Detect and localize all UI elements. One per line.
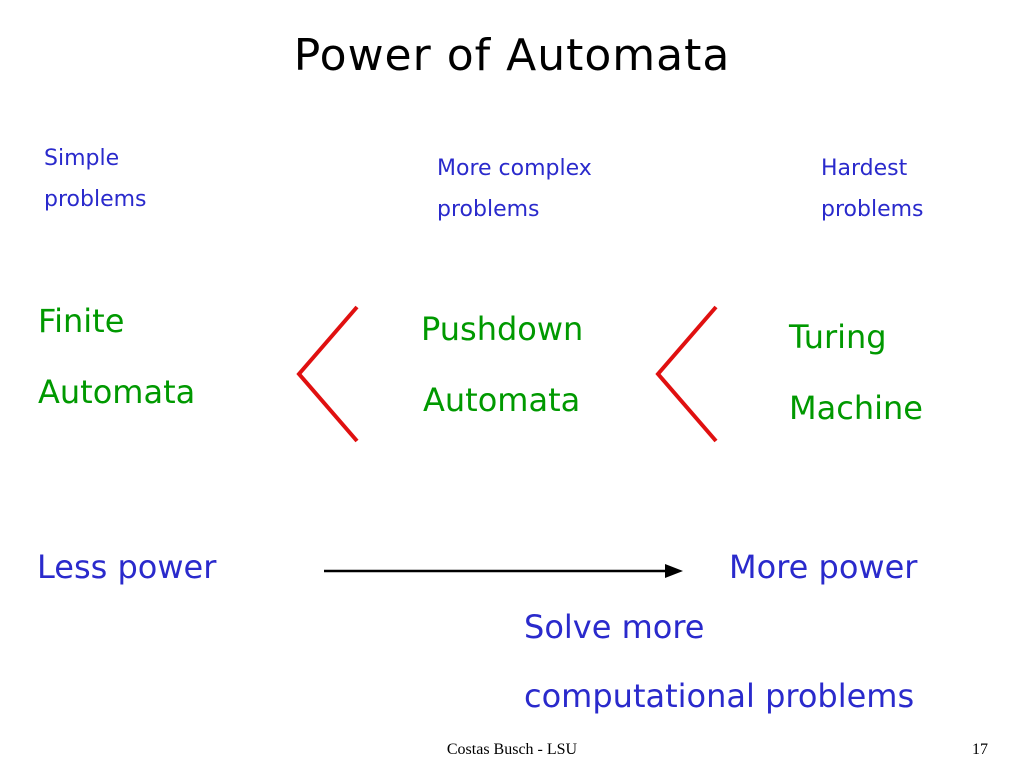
simple-problems-line1: Simple: [44, 146, 120, 171]
slide-title: Power of Automata: [293, 30, 731, 81]
hardest-problems-line1: Hardest: [821, 156, 908, 181]
turing-machine-line1: Turing: [789, 318, 887, 356]
page-number: 17: [972, 741, 988, 758]
hardest-problems-line2: problems: [821, 197, 924, 222]
solve-more-line2: computational problems: [524, 677, 915, 715]
less-than-symbol-right: [655, 305, 718, 443]
power-arrow-icon: [324, 564, 683, 578]
simple-problems-label: Simple problems: [44, 138, 147, 220]
solve-more-line1: Solve more: [524, 608, 705, 646]
complex-problems-line2: problems: [437, 197, 540, 222]
footer-author: Costas Busch - LSU: [446, 741, 578, 758]
hardest-problems-label: Hardest problems: [821, 148, 924, 230]
less-power-label: Less power: [37, 548, 217, 586]
pushdown-automata-line1: Pushdown: [421, 310, 584, 348]
turing-machine-line2: Machine: [789, 389, 923, 427]
finite-automata-line1: Finite: [38, 302, 125, 340]
pushdown-automata-line2: Automata: [423, 381, 581, 419]
less-than-symbol-left: [296, 305, 359, 443]
simple-problems-line2: problems: [44, 187, 147, 212]
complex-problems-label: More complex problems: [437, 148, 592, 230]
complex-problems-line1: More complex: [437, 156, 592, 181]
finite-automata-line2: Automata: [38, 373, 196, 411]
more-power-label: More power: [729, 548, 918, 586]
